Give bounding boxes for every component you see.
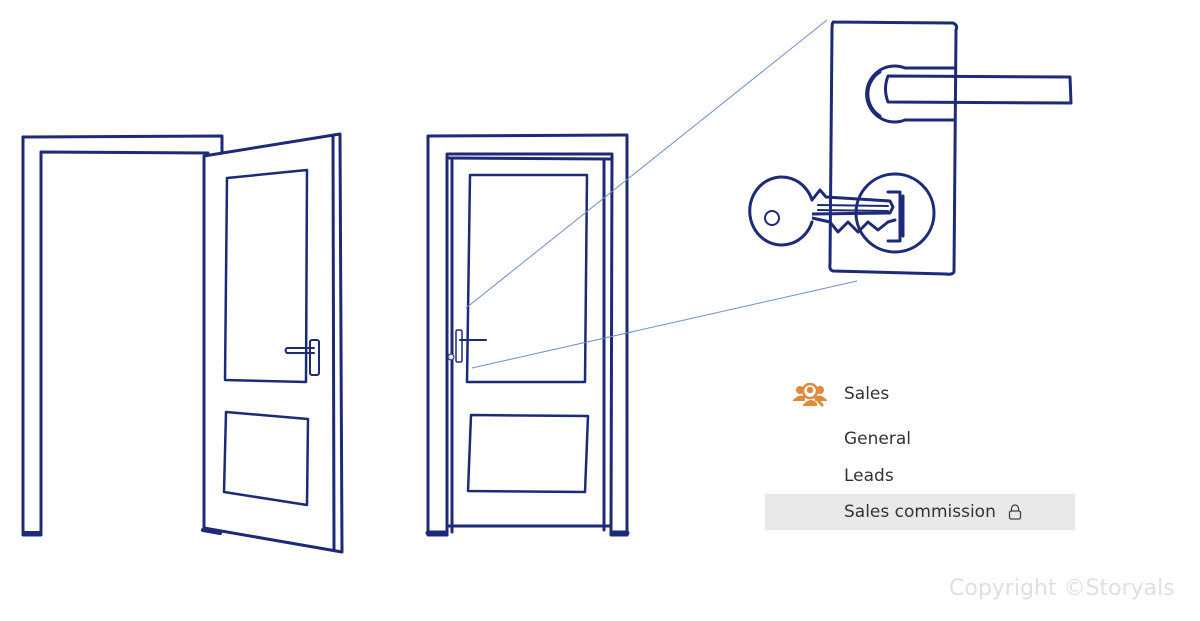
team-icon bbox=[793, 382, 827, 407]
channel-label: General bbox=[844, 429, 911, 449]
handle-plate-closeup bbox=[828, 20, 1073, 276]
team-sales[interactable]: Sales bbox=[765, 375, 1075, 413]
key bbox=[748, 175, 897, 247]
channel-leads[interactable]: Leads bbox=[765, 458, 1075, 494]
open-door-frame bbox=[21, 134, 224, 537]
callout-lines bbox=[465, 19, 858, 369]
open-door-leaf bbox=[201, 132, 344, 554]
channel-label: Leads bbox=[844, 466, 894, 486]
lock-icon bbox=[1008, 504, 1022, 520]
channel-label: Sales commission bbox=[844, 502, 996, 522]
team-label: Sales bbox=[844, 384, 890, 404]
copyright-notice: Copyright ©Storyals bbox=[949, 576, 1175, 601]
closed-door bbox=[425, 133, 630, 537]
channel-sales-commission[interactable]: Sales commission bbox=[765, 494, 1075, 530]
channel-general[interactable]: General bbox=[765, 421, 1075, 457]
